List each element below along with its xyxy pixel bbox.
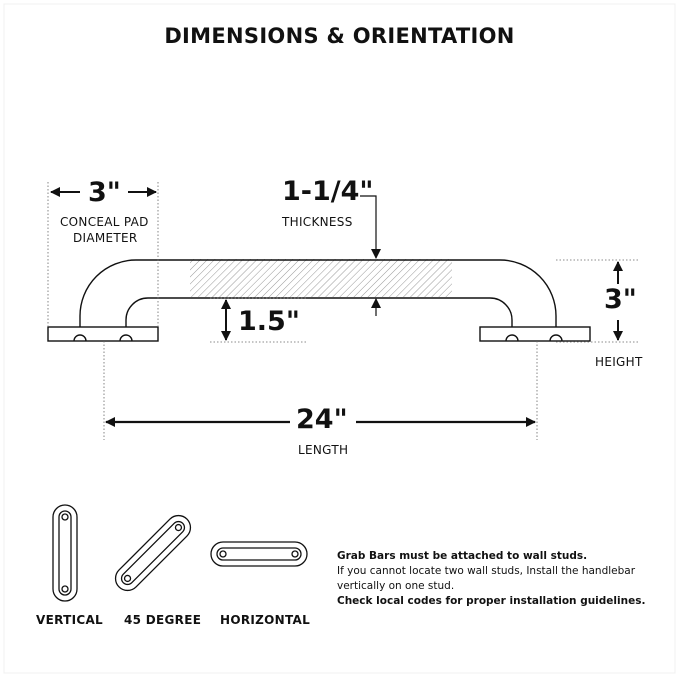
thickness-label: THICKNESS [282, 215, 353, 229]
thickness-value: 1-1/4" [282, 176, 374, 207]
vertical-bar-icon [52, 504, 78, 602]
clearance-value: 1.5" [238, 306, 300, 337]
pad-diameter-value: 3" [88, 177, 121, 208]
pad-label-line1: CONCEAL PAD [60, 215, 149, 229]
note-line-3: vertically on one stud. [337, 580, 455, 592]
length-label: LENGTH [298, 443, 349, 457]
note-line-4: Check local codes for proper installatio… [337, 595, 646, 607]
installation-notes: Grab Bars must be attached to wall studs… [337, 549, 667, 609]
thickness-hatch [190, 259, 452, 297]
thickness-leader [360, 195, 381, 259]
orientation-label-vertical: VERTICAL [36, 613, 103, 627]
page-title: DIMENSIONS & ORIENTATION [164, 24, 515, 48]
orientation-label-horizontal: HORIZONTAL [220, 613, 311, 627]
note-line-1: Grab Bars must be attached to wall studs… [337, 550, 588, 562]
orientation-label-45-degree: 45 DEGREE [124, 613, 202, 627]
note-line-2: If you cannot locate two wall studs, Ins… [337, 565, 636, 577]
pad-label-line2: DIAMETER [73, 231, 138, 245]
frame [3, 3, 676, 674]
diagonal-bar-icon [114, 514, 192, 592]
length-value: 24" [296, 404, 348, 435]
reference-lines [47, 182, 640, 440]
grab-bar-outline [47, 259, 591, 342]
height-value: 3" [604, 284, 637, 315]
horizontal-bar-icon [210, 541, 308, 567]
height-label: HEIGHT [595, 355, 643, 369]
